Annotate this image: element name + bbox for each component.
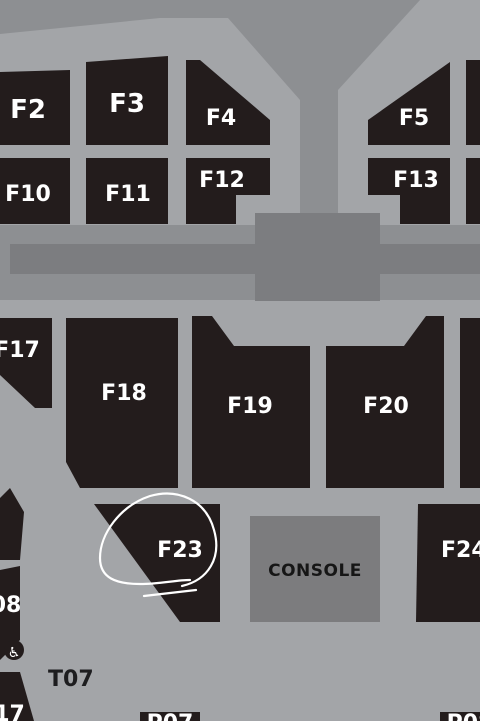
- svg-text:F12: F12: [199, 168, 245, 193]
- section-f10[interactable]: F10: [0, 158, 70, 224]
- svg-text:CONSOLE: CONSOLE: [268, 561, 362, 581]
- section-f23[interactable]: F23: [94, 504, 220, 622]
- svg-text:F19: F19: [227, 394, 273, 419]
- svg-text:08: 08: [0, 593, 21, 618]
- label-t07: T07: [48, 667, 94, 692]
- section-p07[interactable]: P07: [140, 711, 200, 721]
- svg-text:F2: F2: [10, 95, 46, 125]
- corridor: [10, 213, 480, 301]
- section-f13-edge[interactable]: [466, 158, 480, 224]
- console-area: CONSOLE: [250, 516, 380, 622]
- section-f11[interactable]: F11: [86, 158, 168, 224]
- svg-text:F20: F20: [363, 394, 409, 419]
- section-f20[interactable]: F20: [326, 316, 444, 488]
- section-f12[interactable]: F12: [186, 158, 270, 224]
- section-right-edge[interactable]: [460, 318, 480, 488]
- svg-text:F11: F11: [105, 182, 151, 207]
- section-08[interactable]: 08: [0, 566, 21, 660]
- section-f3[interactable]: F3: [86, 56, 168, 145]
- section-t17[interactable]: T17: [0, 672, 34, 721]
- section-f24[interactable]: F24: [416, 504, 480, 622]
- svg-text:F5: F5: [399, 106, 429, 131]
- svg-text:F4: F4: [206, 106, 236, 131]
- svg-text:F17: F17: [0, 338, 40, 363]
- svg-text:F3: F3: [109, 89, 145, 119]
- svg-text:F23: F23: [157, 538, 203, 563]
- svg-text:P08: P08: [447, 711, 480, 721]
- section-p08[interactable]: P08: [440, 711, 480, 721]
- svg-text:F18: F18: [101, 381, 147, 406]
- svg-text:♿: ♿: [8, 645, 21, 661]
- section-f5[interactable]: F5: [368, 62, 450, 145]
- svg-text:P07: P07: [147, 711, 194, 721]
- svg-text:F13: F13: [393, 168, 439, 193]
- section-f18[interactable]: F18: [66, 318, 178, 488]
- section-f5-edge[interactable]: [466, 60, 480, 145]
- section-f19[interactable]: F19: [192, 316, 310, 488]
- section-f13[interactable]: F13: [368, 158, 450, 224]
- section-left-upper-edge[interactable]: [0, 488, 24, 560]
- section-f4[interactable]: F4: [186, 60, 270, 145]
- handdrawn-circle-annotation: [98, 492, 218, 598]
- svg-text:F10: F10: [5, 182, 51, 207]
- svg-text:T17: T17: [0, 702, 25, 721]
- svg-text:F24: F24: [441, 538, 480, 563]
- wheelchair-icon: ♿: [4, 640, 24, 661]
- section-f2[interactable]: F2: [0, 70, 70, 145]
- section-f17[interactable]: F17: [0, 318, 52, 408]
